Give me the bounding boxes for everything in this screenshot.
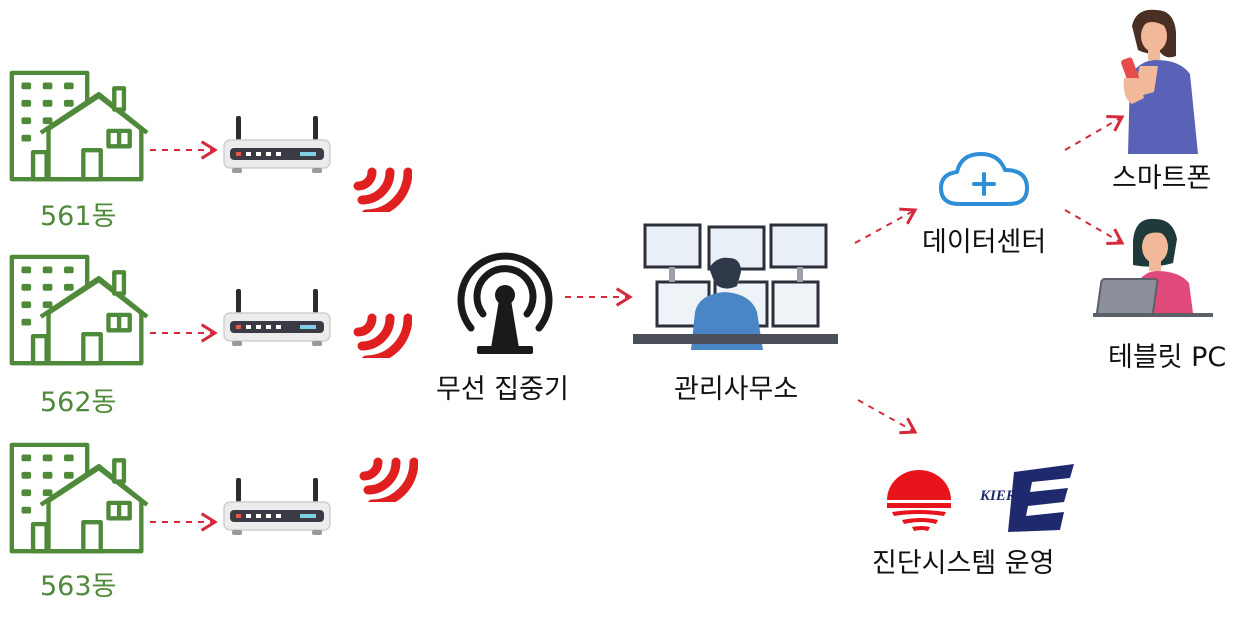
kier-logo: KIER — [979, 464, 1074, 532]
smartphone-user-icon — [1121, 9, 1198, 154]
smartphone-label: 스마트폰 — [1112, 163, 1212, 194]
building-561-label: 561동 — [40, 201, 117, 232]
wireless-signal-icon — [352, 288, 412, 358]
router-icon — [222, 283, 332, 353]
building-icon — [6, 68, 151, 186]
antenna-icon — [457, 252, 553, 354]
tablet-user-icon — [1093, 218, 1213, 317]
red-sun-logo — [887, 470, 951, 531]
concentrator-label: 무선 집중기 — [436, 374, 569, 405]
tablet-label: 테블릿 PC — [1108, 342, 1227, 373]
diagnosis-label: 진단시스템 운영 — [872, 548, 1055, 579]
datacenter-label: 데이터센터 — [922, 227, 1047, 258]
svg-text:KIER: KIER — [979, 488, 1016, 504]
building-562-label: 562동 — [40, 387, 117, 418]
router-icon — [222, 110, 332, 180]
building-icon — [6, 440, 151, 558]
cloud-icon — [939, 152, 1029, 206]
office-label: 관리사무소 — [674, 374, 799, 405]
arrow-office-to-datacenter — [854, 207, 918, 244]
arrow-office-to-diagnosis — [857, 399, 918, 435]
building-563-label: 563동 — [40, 571, 117, 602]
wireless-signal-icon — [352, 142, 412, 212]
building-icon — [6, 252, 151, 370]
router-icon — [222, 472, 332, 542]
control-room-icon — [633, 223, 838, 350]
wireless-signal-icon — [358, 432, 418, 502]
